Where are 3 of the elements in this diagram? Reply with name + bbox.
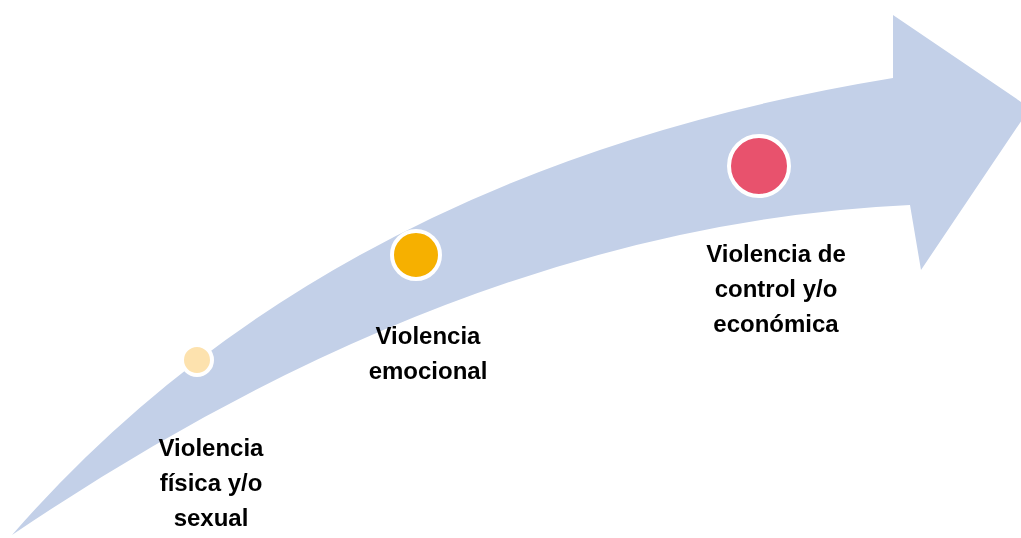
stage-label: Violencia de control y/o económica	[705, 239, 847, 339]
stage-label: Violencia física y/o sexual	[157, 433, 265, 533]
stage-label: Violencia emocional	[367, 321, 489, 386]
